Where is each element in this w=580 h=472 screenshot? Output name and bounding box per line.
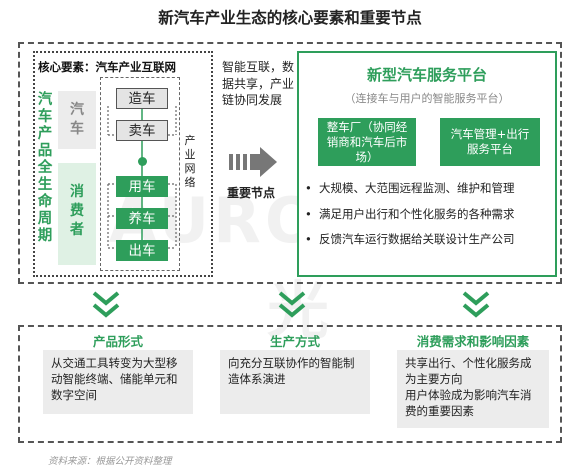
source-note: 资料来源：根据公开资料整理 (48, 456, 172, 467)
core-elements-frame (33, 51, 213, 277)
platform-bullets: •大规模、大范围远程监测、维护和管理 •满足用户出行和个性化服务的各种需求 •反… (305, 180, 555, 257)
node-sell-car: 卖车 (116, 120, 168, 141)
column-box-production-mode: 向充分互联协作的智能制造体系演进 (220, 350, 370, 414)
platform-title: 新型汽车服务平台 (366, 66, 487, 84)
industry-network-frame (100, 77, 180, 271)
node-use-car: 用车 (116, 176, 168, 197)
group-consumer-label: 消费者 (70, 184, 84, 238)
node-exit-car: 出车 (116, 240, 168, 261)
column-text: 向充分互联协作的智能制造体系演进 (228, 356, 355, 386)
diagram-title: 新汽车产业生态的核心要素和重要节点 (158, 9, 422, 27)
column-title-production-mode: 生产方式 (269, 334, 320, 349)
key-node-label: 重要节点 (227, 186, 276, 200)
column-text: 用户体验成为影响汽车消费的重要因素 (405, 388, 532, 418)
lifecycle-label: 汽车产品全生命周期 (37, 92, 53, 244)
column-text: 共享出行、个性化服务成为主要方向 (405, 356, 532, 386)
middle-description: 智能互联，数据共享，产业链协同发展 (222, 60, 295, 107)
top-section-frame (18, 42, 562, 284)
bullet-item: •反馈汽车运行数据给关联设计生产公司 (305, 232, 515, 246)
column-title-product-form: 产品形式 (92, 334, 143, 349)
right-arrow-icon (229, 147, 277, 177)
chevron-down-icon (92, 291, 120, 318)
bullet-item: •大规模、大范围远程监测、维护和管理 (305, 181, 515, 195)
column-title-consumption: 消费需求和影响因素 (416, 334, 530, 349)
network-dot (137, 157, 147, 166)
bottom-section-frame (18, 325, 562, 443)
column-box-product-form: 从交通工具转变为大型移动智能终端、储能单元和数字空间 (43, 350, 193, 414)
group-car-label: 汽车 (70, 102, 84, 137)
column-box-consumption: 共享出行、个性化服务成为主要方向 用户体验成为影响汽车消费的重要因素 (397, 350, 549, 428)
chevron-down-icon (462, 291, 490, 318)
consumer-group-band (58, 163, 96, 265)
node-maintain-car: 养车 (116, 208, 168, 229)
mobility-platform-box: 汽车管理+出行服务平台 (440, 118, 540, 166)
oem-box-text: 整车厂（协同经销商和汽车后市场） (326, 119, 408, 164)
oem-box: 整车厂（协同经销商和汽车后市场） (318, 118, 416, 166)
bullet-item: •满足用户出行和个性化服务的各种需求 (305, 206, 515, 221)
network-label: 产业网络 (184, 134, 196, 189)
node-make-car: 造车 (116, 88, 168, 109)
column-text: 从交通工具转变为大型移动智能终端、储能单元和数字空间 (51, 356, 178, 402)
core-elements-label: 核心要素：汽车产业互联网 (38, 60, 176, 74)
platform-subtitle: （连接车与用户的智能服务平台） (344, 92, 510, 105)
chevron-down-icon (278, 291, 306, 318)
mobility-platform-text: 汽车管理+出行服务平台 (450, 127, 530, 156)
car-group-band (58, 91, 96, 149)
